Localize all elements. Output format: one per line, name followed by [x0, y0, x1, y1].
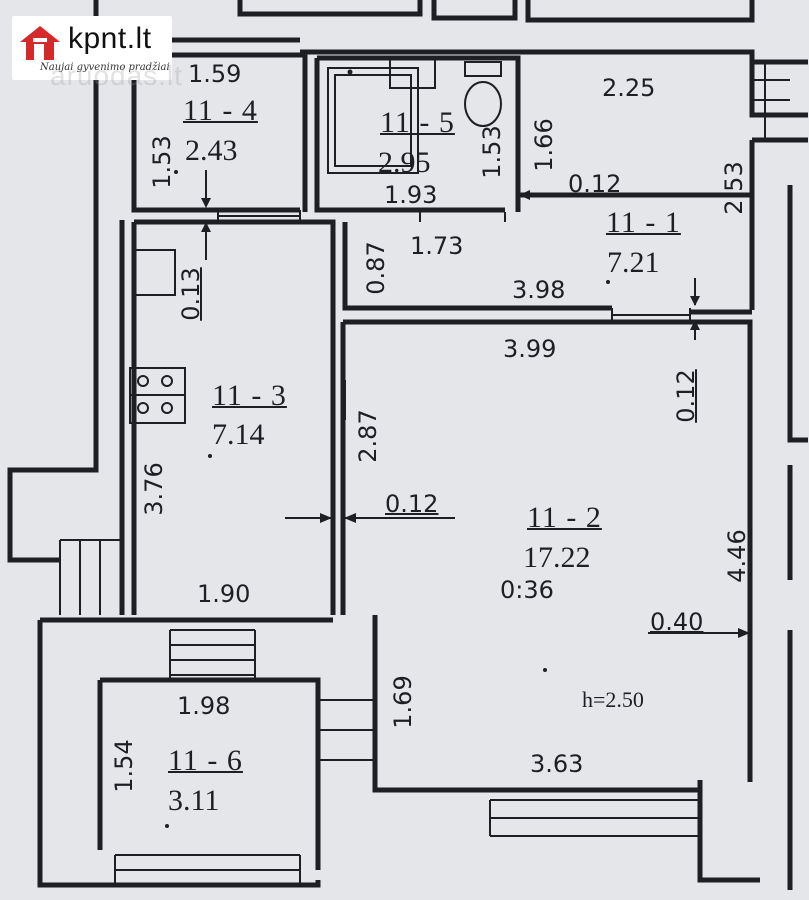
wall	[300, 49, 755, 62]
dim-label: 1.59	[188, 60, 242, 88]
dim-label: 0.13	[177, 267, 205, 321]
dim-label: 1.69	[389, 675, 417, 729]
room-id-11-5: 11 - 5	[380, 106, 455, 139]
wall	[343, 319, 753, 782]
room-id-11-2: 11 - 2	[527, 501, 602, 534]
room-id-11-1: 11 - 1	[606, 206, 681, 239]
watermark: aruodas.lt	[50, 60, 183, 91]
dim-label: 0.87	[362, 241, 390, 295]
room-id-11-6: 11 - 6	[168, 744, 243, 777]
wall	[317, 55, 521, 212]
dim-label: 0.12	[385, 490, 439, 518]
room-area-11-4: 2.43	[185, 134, 238, 167]
room-area-11-6: 3.11	[168, 784, 220, 817]
room-area-11-5: 2.95	[378, 146, 431, 179]
wall	[372, 615, 700, 793]
dim-label: 2.25	[602, 74, 656, 102]
dim-label: 3.63	[530, 750, 584, 778]
wall	[134, 52, 308, 212]
room-area-11-1: 7.21	[607, 246, 660, 279]
wall	[431, 0, 518, 21]
dim-label: 0.12	[568, 170, 622, 198]
wall	[100, 677, 321, 870]
house-icon	[20, 26, 60, 60]
dim-label: 4.46	[723, 529, 751, 583]
room-area-11-2: 17.22	[523, 541, 591, 574]
dim-label: 1.53	[148, 135, 176, 189]
wall	[134, 219, 336, 615]
logo-name: kpnt.lt	[68, 22, 152, 55]
dim-label: 2.87	[354, 409, 382, 463]
dim-label: 1.93	[384, 181, 438, 209]
dim-label: 2.53	[720, 161, 748, 215]
wall	[37, 620, 321, 888]
dim-label: 0.12	[672, 369, 700, 423]
dim-label: 0:36	[500, 576, 554, 604]
wall	[749, 62, 808, 118]
dim-label: 1.98	[177, 692, 231, 720]
dim-label: 3.99	[503, 335, 557, 363]
dim-label: 1.73	[410, 232, 464, 260]
wall	[131, 55, 300, 213]
dim-label: 0.40	[650, 608, 704, 636]
ceiling-height: h=2.50	[582, 687, 644, 712]
wall	[525, 0, 755, 23]
wall	[342, 222, 612, 311]
room-area-11-3: 7.14	[212, 418, 265, 451]
wall	[787, 185, 808, 443]
room-id-11-3: 11 - 3	[212, 379, 287, 412]
logo: kpnt.lt Naujai gyvenimo pradžiai	[12, 16, 172, 80]
wall	[314, 58, 505, 213]
dim-label: 1.90	[197, 580, 251, 608]
dim-label: 3.76	[140, 462, 168, 516]
room-id-11-4: 11 - 4	[183, 94, 258, 127]
dim-label: 1.54	[110, 739, 138, 793]
wall	[237, 0, 423, 17]
dim-label: 1.53	[478, 125, 506, 179]
logo-slogan: Naujai gyvenimo pradžiai	[40, 62, 170, 73]
dim-label: 1.66	[530, 118, 558, 172]
wall	[7, 40, 99, 563]
dim-label: 3.98	[512, 276, 566, 304]
wall	[697, 780, 760, 883]
